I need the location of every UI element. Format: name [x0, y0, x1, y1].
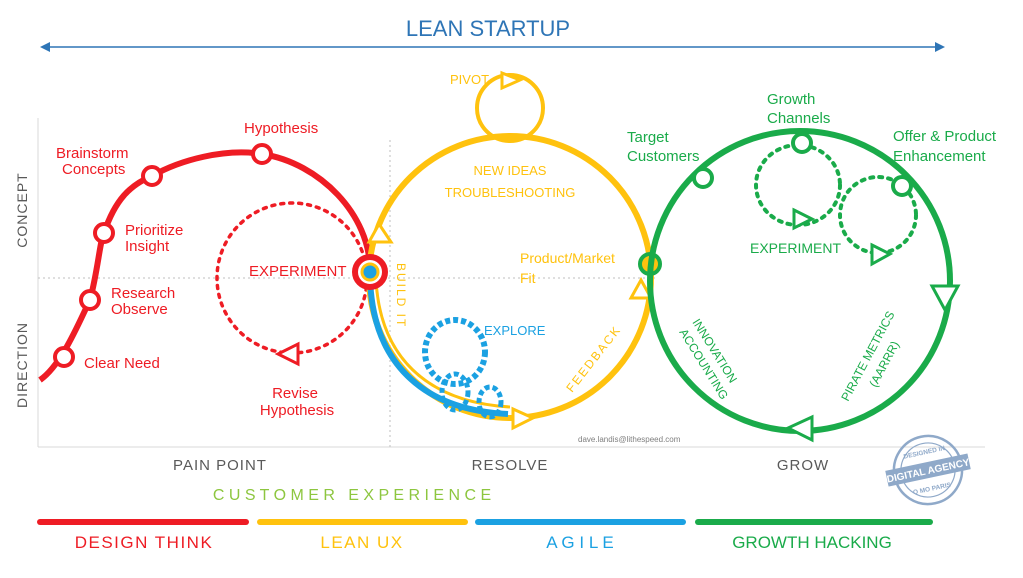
resolve-bottom-arrow-icon [511, 406, 537, 431]
label-fit: Fit [520, 270, 536, 286]
label-pivot: PIVOT [450, 72, 489, 87]
label-hypothesis: Hypothesis [244, 120, 318, 137]
node-hypothesis [251, 143, 273, 165]
label-revise: Revise [272, 385, 318, 402]
agile-arc-overlay [374, 279, 511, 409]
label-product-market: Product/Market [520, 250, 615, 266]
label-explore: EXPLORE [484, 323, 546, 338]
method-growth-hacking: GROWTH HACKING [732, 533, 892, 552]
label-concepts: Concepts [62, 161, 125, 178]
stamp-bottom-text: Q MO PARIS [912, 482, 952, 497]
phase-resolve: RESOLVE [472, 457, 549, 474]
build-arrow-icon [366, 221, 394, 244]
label-customers: Customers [627, 148, 700, 165]
node-research [79, 289, 101, 311]
growth-exp-arrow-icon-2 [870, 242, 894, 267]
feedback-arrow-icon [628, 276, 654, 300]
customer-experience-label: C U S T O M E R E X P E R I E N C E [213, 487, 491, 504]
node-target-customers [692, 167, 714, 189]
label-observe: Observe [111, 301, 168, 318]
label-revise-hypothesis: Hypothesis [260, 402, 334, 419]
axis-label-concept: CONCEPT [14, 172, 30, 247]
revise-arrow-icon [274, 341, 300, 367]
method-design-think: DESIGN THINK [75, 533, 214, 552]
phase-pain-point: PAIN POINT [173, 457, 267, 474]
node-prioritize [93, 222, 115, 244]
digital-agency-stamp: DESIGNED IN DIGITAL AGENCY Q MO PARIS [885, 434, 971, 506]
agile-arc [367, 276, 509, 417]
growth-experiment-loop-right [838, 175, 918, 255]
explore-spiral-large [422, 317, 488, 387]
label-troubleshooting: TROUBLESHOOTING [445, 185, 576, 200]
explore-spiral-small [476, 384, 504, 420]
label-clear-need: Clear Need [84, 355, 160, 372]
node-offer-enhancement [891, 175, 913, 197]
label-channels: Channels [767, 110, 830, 127]
label-research: Research [111, 285, 175, 302]
stamp-banner [885, 453, 971, 487]
label-prioritize: Prioritize [125, 222, 183, 239]
label-new-ideas: NEW IDEAS [474, 163, 547, 178]
label-build-it: BUILD IT [394, 263, 408, 328]
label-insight: Insight [125, 238, 170, 255]
label-feedback: FEEDBACK [563, 323, 624, 395]
method-lean-ux: LEAN UX [320, 533, 403, 552]
growth-exp-arrow-icon-1 [792, 207, 816, 231]
label-offer: Offer & Product [893, 128, 997, 145]
method-agile: A G I L E [546, 533, 613, 552]
node-growth-channels [791, 132, 813, 154]
node-brainstorm [141, 165, 163, 187]
axis-label-direction: DIRECTION [14, 322, 30, 408]
label-enhancement: Enhancement [893, 148, 986, 165]
lean-startup-span-arrow-left-head [40, 42, 50, 52]
diagram-title: LEAN STARTUP [406, 16, 570, 41]
label-growth: Growth [767, 91, 815, 108]
grow-bottom-arrow-icon [784, 414, 814, 443]
node-clear-need [53, 346, 75, 368]
label-target: Target [627, 129, 670, 146]
pivot-arrow-icon [500, 70, 524, 91]
label-brainstorm: Brainstorm [56, 145, 129, 162]
pirate-arrow-icon [929, 284, 961, 314]
explore-spiral-mid [439, 371, 471, 413]
node-experiment-junction-inner [360, 262, 380, 282]
label-experiment-red: EXPERIMENT [249, 263, 347, 280]
credit-email: dave.landis@lithespeed.com [578, 435, 681, 444]
phase-grow: GROW [777, 457, 829, 474]
label-experiment-green: EXPERIMENT [750, 240, 841, 256]
